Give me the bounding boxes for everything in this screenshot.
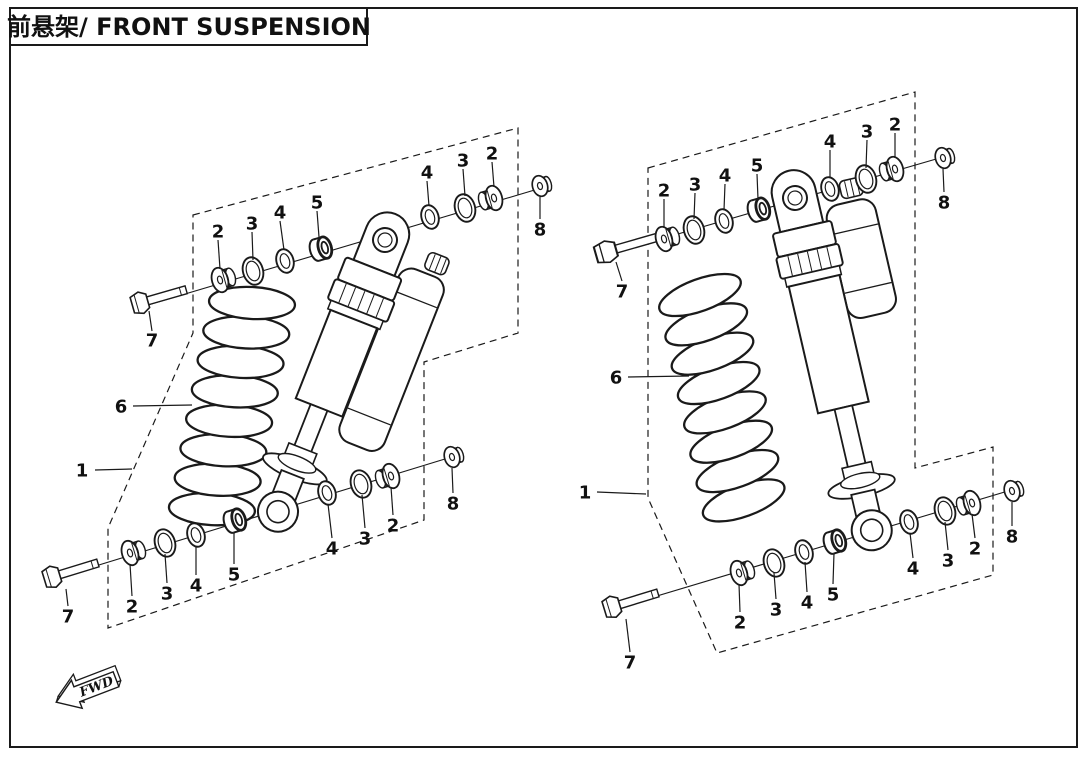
callout-label-7: 7 [146, 331, 159, 352]
callout-leader-6 [627, 375, 690, 378]
callout-leader-3 [251, 231, 254, 261]
callout-leader-4 [279, 220, 285, 251]
callout-label-2: 2 [387, 516, 400, 537]
callout-label-5: 5 [827, 585, 840, 606]
right-shock-reservoir [825, 177, 897, 319]
callout-label-5: 5 [751, 156, 764, 177]
callout-label-3: 3 [246, 214, 259, 235]
callout-leader-2 [738, 583, 741, 613]
callout-leader-4 [327, 503, 333, 539]
right-shock-absorber [770, 169, 897, 552]
callout-label-6: 6 [115, 397, 128, 418]
left-shock-reservoir [338, 251, 450, 452]
callout-leader-3 [361, 494, 366, 529]
callout-label-2: 2 [969, 539, 982, 560]
callout-label-4: 4 [326, 539, 339, 560]
callout-label-1: 1 [76, 461, 89, 482]
right-assembly-boundary [647, 91, 994, 654]
left-assembly-boundary [107, 127, 519, 629]
fwd-arrow: FWD [55, 664, 122, 710]
callout-leader-6 [132, 404, 193, 407]
left-exploded-axis-line [137, 185, 549, 309]
callout-label-3: 3 [942, 551, 955, 572]
left-shock-adjuster-knob [424, 251, 450, 276]
callout-leader-5 [756, 173, 759, 200]
callout-leader-4 [723, 183, 726, 211]
callout-label-8: 8 [1006, 527, 1019, 548]
callout-label-4: 4 [190, 576, 203, 597]
title-box [9, 7, 368, 46]
callout-label-2: 2 [486, 144, 499, 165]
callout-leader-4 [426, 180, 430, 207]
callout-label-1: 1 [579, 483, 592, 504]
callout-leader-2 [217, 239, 221, 270]
callout-label-4: 4 [801, 593, 814, 614]
callout-label-3: 3 [861, 122, 874, 143]
callout-leader-1 [94, 468, 133, 471]
callout-leader-2 [971, 513, 976, 539]
callout-leader-4 [804, 561, 808, 593]
page-title: 前悬架/ FRONT SUSPENSION [7, 13, 371, 41]
page-frame [9, 7, 1078, 748]
callout-label-5: 5 [228, 565, 241, 586]
left-shock-absorber [256, 211, 450, 533]
callout-label-3: 3 [161, 584, 174, 605]
callout-label-7: 7 [62, 607, 75, 628]
callout-leader-3 [164, 553, 168, 584]
callout-label-4: 4 [824, 132, 837, 153]
left-shock-spring-perch [262, 441, 328, 486]
callout-leader-5 [832, 552, 835, 585]
callout-label-2: 2 [734, 613, 747, 634]
callout-label-4: 4 [907, 559, 920, 580]
callout-label-7: 7 [624, 653, 637, 674]
callout-label-8: 8 [447, 494, 460, 515]
callout-label-2: 2 [658, 181, 671, 202]
title-block: 前悬架/ FRONT SUSPENSION [7, 7, 371, 46]
callout-label-4: 4 [274, 203, 287, 224]
callout-label-3: 3 [359, 529, 372, 550]
callout-leader-4 [909, 532, 914, 559]
callout-leader-3 [773, 572, 777, 600]
callout-label-7: 7 [616, 282, 629, 303]
callout-label-3: 3 [770, 600, 783, 621]
callout-leader-8 [942, 168, 945, 193]
callout-leader-2 [390, 486, 394, 516]
callout-label-8: 8 [534, 220, 547, 241]
callout-label-4: 4 [421, 163, 434, 184]
right-shock-spring-perch [827, 460, 896, 500]
callout-leader-8 [451, 467, 454, 494]
callout-leader-2 [491, 161, 495, 188]
right-assembly-art [591, 143, 1027, 621]
callout-leader-2 [129, 563, 133, 597]
callout-label-8: 8 [938, 193, 951, 214]
callout-leader-7 [615, 261, 623, 282]
callout-leader-3 [462, 168, 466, 197]
callout-leader-3 [693, 192, 696, 220]
callout-leader-7 [65, 588, 69, 607]
callout-label-2: 2 [126, 597, 139, 618]
callout-leader-5 [316, 210, 320, 238]
right-shock-preload-collar [775, 243, 844, 289]
callout-label-3: 3 [689, 175, 702, 196]
callout-label-2: 2 [889, 115, 902, 136]
callout-leader-7 [148, 310, 153, 332]
callout-label-5: 5 [311, 193, 324, 214]
callout-leader-7 [625, 618, 631, 653]
callout-leader-1 [596, 491, 647, 495]
callout-label-6: 6 [610, 368, 623, 389]
callout-label-4: 4 [719, 166, 732, 187]
callout-leader-3 [944, 521, 949, 551]
callout-label-2: 2 [212, 222, 225, 243]
callout-leader-3 [865, 139, 868, 169]
left-assembly-art [40, 171, 555, 591]
callout-label-3: 3 [457, 151, 470, 172]
